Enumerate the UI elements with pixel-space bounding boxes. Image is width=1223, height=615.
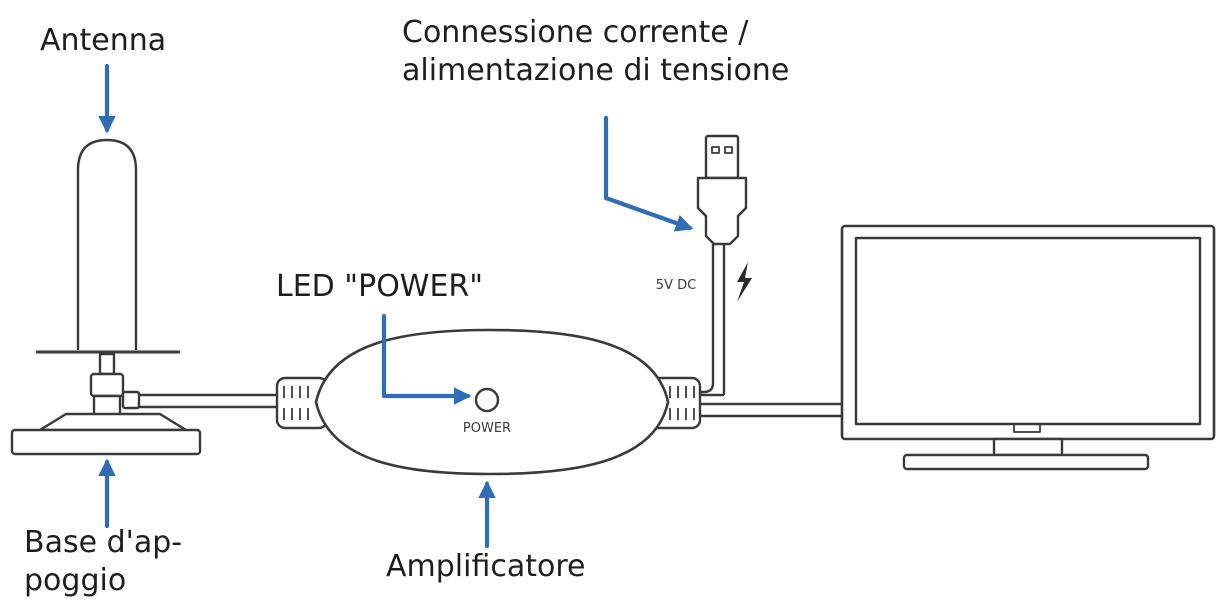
amplifier-grip-ribs-left: [283, 386, 309, 420]
led-arrow: [381, 313, 472, 405]
base-top: [38, 412, 188, 432]
amplifier: [275, 328, 702, 476]
tv-neck: [992, 437, 1064, 457]
usb-power-cable: [700, 240, 726, 397]
television: [840, 224, 1216, 471]
coax-cable-left: [139, 393, 278, 409]
label-power-connection: Connessione corrente / alimentazione di …: [402, 14, 789, 89]
tv-frame: [840, 224, 1216, 441]
power-connection-arrow: [603, 115, 694, 232]
label-base: Base d'ap- poggio: [24, 524, 182, 599]
usb-plug-slot-right: [724, 146, 733, 154]
antenna-neck: [98, 352, 116, 376]
label-base-line1: Base d'ap-: [24, 525, 183, 560]
usb-plug-slot-left: [711, 146, 720, 154]
tv-stand: [902, 453, 1150, 471]
label-base-line2: poggio: [24, 562, 127, 598]
label-led: LED "POWER": [276, 269, 484, 304]
antenna: [36, 138, 180, 420]
tv-indicator: [1013, 423, 1041, 433]
usb-plug: [696, 134, 748, 246]
label-amplifier: Amplificatore: [386, 549, 586, 584]
amplifier-grip-ribs-right: [669, 386, 695, 420]
label-antenna: Antenna: [40, 23, 167, 58]
base-plate: [10, 428, 202, 456]
antenna-whip: [76, 138, 138, 350]
power-marking: POWER: [463, 421, 511, 436]
lightning-bolt-icon: [737, 262, 752, 302]
power-led: [474, 387, 500, 413]
base: [10, 412, 202, 456]
usb-plug-housing: [696, 176, 748, 246]
label-power-connection-line1: Connessione corrente /: [402, 15, 749, 50]
antenna-cable-port: [121, 390, 141, 410]
voltage-marking: 5V DC: [656, 278, 696, 293]
usb-plug-metal: [704, 134, 740, 180]
label-power-connection-line2: alimentazione di tensione: [402, 52, 790, 88]
antenna-joint: [89, 372, 125, 398]
coax-cable-right: [700, 402, 842, 418]
